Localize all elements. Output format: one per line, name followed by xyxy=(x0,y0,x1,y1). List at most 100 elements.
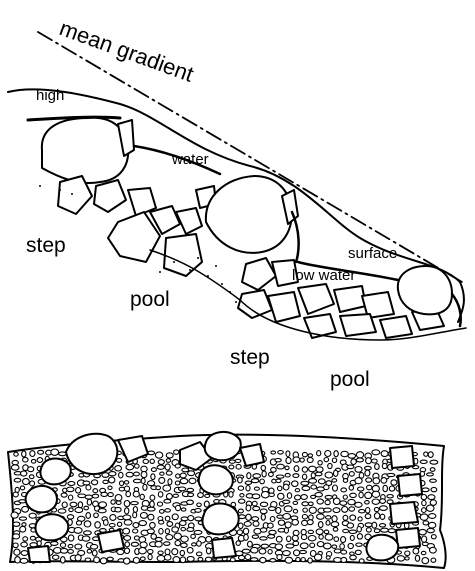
pebble xyxy=(302,515,307,519)
pebble xyxy=(309,507,316,513)
boulder xyxy=(390,446,414,468)
pebble xyxy=(315,493,322,497)
pebble xyxy=(206,537,212,543)
pebble xyxy=(253,506,260,510)
pebble xyxy=(260,509,267,514)
pebble xyxy=(104,520,109,526)
pebble xyxy=(340,544,345,549)
rock xyxy=(176,208,202,234)
pebble xyxy=(359,510,365,513)
pebble xyxy=(100,558,107,564)
pebble xyxy=(238,477,243,483)
pebble xyxy=(68,495,72,500)
pebble xyxy=(188,493,194,497)
pebble xyxy=(268,523,274,528)
pebble xyxy=(366,478,372,482)
pebble xyxy=(166,459,170,463)
pebble xyxy=(109,477,115,483)
pebble xyxy=(343,529,349,532)
pebble xyxy=(157,556,165,562)
pebble xyxy=(350,535,354,540)
pebble xyxy=(301,535,306,540)
pebble xyxy=(13,522,20,526)
pebble xyxy=(205,557,211,561)
pebble xyxy=(276,479,281,482)
pebble xyxy=(180,557,186,563)
pebble xyxy=(148,554,152,559)
pebble xyxy=(61,557,66,563)
boulder xyxy=(398,474,422,496)
pebble xyxy=(326,521,330,526)
pebble xyxy=(357,534,362,539)
pebble xyxy=(140,513,147,519)
pebble xyxy=(160,472,164,475)
pebble xyxy=(367,485,372,490)
pebble xyxy=(158,460,164,465)
pebble xyxy=(372,459,378,463)
pebble xyxy=(92,550,97,556)
pebble xyxy=(332,516,337,522)
pebble xyxy=(61,493,67,497)
pebble xyxy=(110,515,116,521)
pebble xyxy=(197,552,202,556)
pebble xyxy=(413,548,419,554)
pebble xyxy=(159,520,164,524)
pebble xyxy=(151,474,155,480)
pebble xyxy=(194,530,202,534)
pebble xyxy=(131,542,138,546)
pebble xyxy=(308,536,316,541)
pebble xyxy=(237,530,242,535)
pebble xyxy=(22,506,29,512)
rock xyxy=(94,180,126,212)
pebble xyxy=(349,530,357,533)
pebble xyxy=(379,524,385,527)
pebble xyxy=(351,459,356,465)
pebble xyxy=(420,514,428,520)
step-boulder xyxy=(42,118,128,183)
pebble xyxy=(366,458,372,464)
boulder xyxy=(98,530,124,552)
pebble xyxy=(270,559,276,562)
pebble xyxy=(135,464,140,468)
pebble xyxy=(164,542,170,546)
pebble xyxy=(372,522,377,528)
pebble xyxy=(157,465,164,469)
rock xyxy=(108,212,160,262)
pebble xyxy=(174,450,179,454)
pebble xyxy=(259,549,266,554)
pebble xyxy=(347,465,354,469)
pebble xyxy=(358,517,362,521)
pebble xyxy=(14,452,18,456)
step-boulder xyxy=(398,266,452,314)
rock xyxy=(298,284,334,314)
pebble xyxy=(37,458,43,463)
pebble xyxy=(108,486,112,489)
pebble xyxy=(239,499,245,503)
pebble xyxy=(296,557,300,561)
pebble xyxy=(300,458,304,462)
pebble xyxy=(198,493,204,498)
pebble xyxy=(20,526,26,532)
pebble xyxy=(180,550,184,555)
pebble xyxy=(92,494,98,498)
pebble xyxy=(283,484,289,490)
pebble xyxy=(278,451,284,455)
pebble xyxy=(349,485,353,490)
pebble xyxy=(431,558,436,562)
pebble xyxy=(253,521,259,526)
pebble xyxy=(117,459,122,463)
pebble xyxy=(261,465,265,470)
step-label: step xyxy=(26,234,66,257)
pebble xyxy=(238,509,243,513)
pebble xyxy=(292,520,299,526)
pebble xyxy=(295,489,299,492)
pebble xyxy=(253,474,261,478)
pebble xyxy=(293,541,299,545)
bed-profile xyxy=(28,117,466,340)
pebble xyxy=(166,535,173,540)
pebble xyxy=(180,521,187,526)
pebble xyxy=(365,501,370,504)
pebble xyxy=(340,501,347,506)
